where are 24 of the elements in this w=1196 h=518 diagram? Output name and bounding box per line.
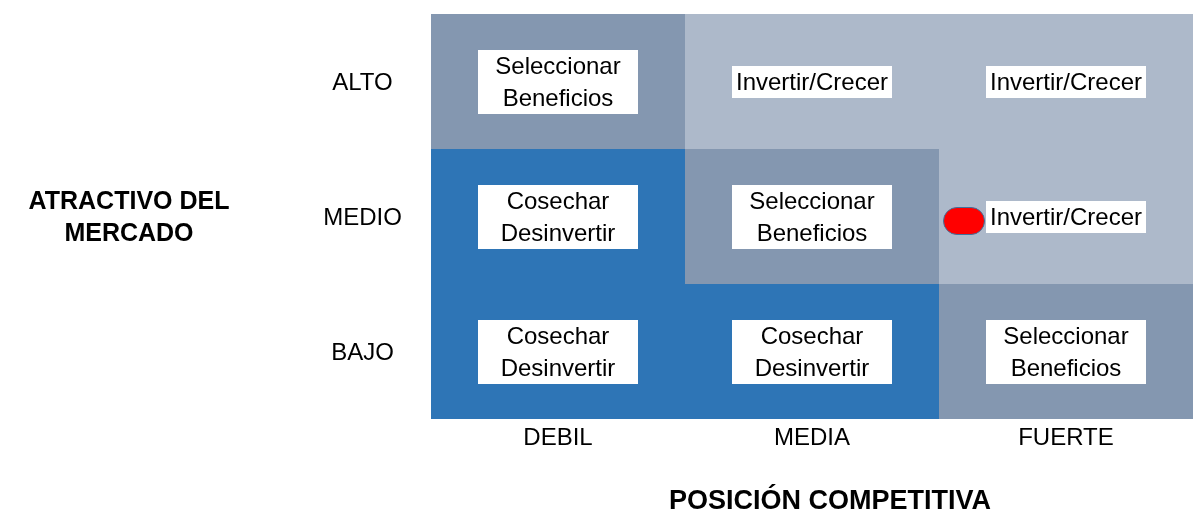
axis-title: ATRACTIVO DEL MERCADO <box>27 185 231 248</box>
strategy-label: Seleccionar Beneficios <box>986 319 1146 384</box>
strategy-label: Invertir/Crecer <box>732 65 892 98</box>
row-label: ALTO <box>331 66 394 97</box>
column-label: FUERTE <box>1017 422 1115 452</box>
matrix-cell <box>685 14 939 149</box>
matrix-cell <box>685 284 939 419</box>
strategy-label: Invertir/Crecer <box>986 65 1146 98</box>
column-label: MEDIA <box>773 422 851 452</box>
row-label: MEDIO <box>322 201 403 232</box>
matrix-cell <box>431 14 685 149</box>
strategy-label: Invertir/Crecer <box>986 200 1146 233</box>
matrix-cell <box>939 149 1193 284</box>
strategy-label: Cosechar Desinvertir <box>478 319 638 384</box>
matrix-cell <box>431 149 685 284</box>
matrix-cell <box>939 284 1193 419</box>
matrix-cell <box>685 149 939 284</box>
row-label: BAJO <box>330 336 395 367</box>
strategy-label: Seleccionar Beneficios <box>478 49 638 114</box>
strategy-label: Cosechar Desinvertir <box>732 319 892 384</box>
strategy-label: Cosechar Desinvertir <box>478 184 638 249</box>
column-label: DEBIL <box>522 422 594 452</box>
axis-title: POSICIÓN COMPETITIVA <box>668 484 992 516</box>
strategy-label: Seleccionar Beneficios <box>732 184 892 249</box>
